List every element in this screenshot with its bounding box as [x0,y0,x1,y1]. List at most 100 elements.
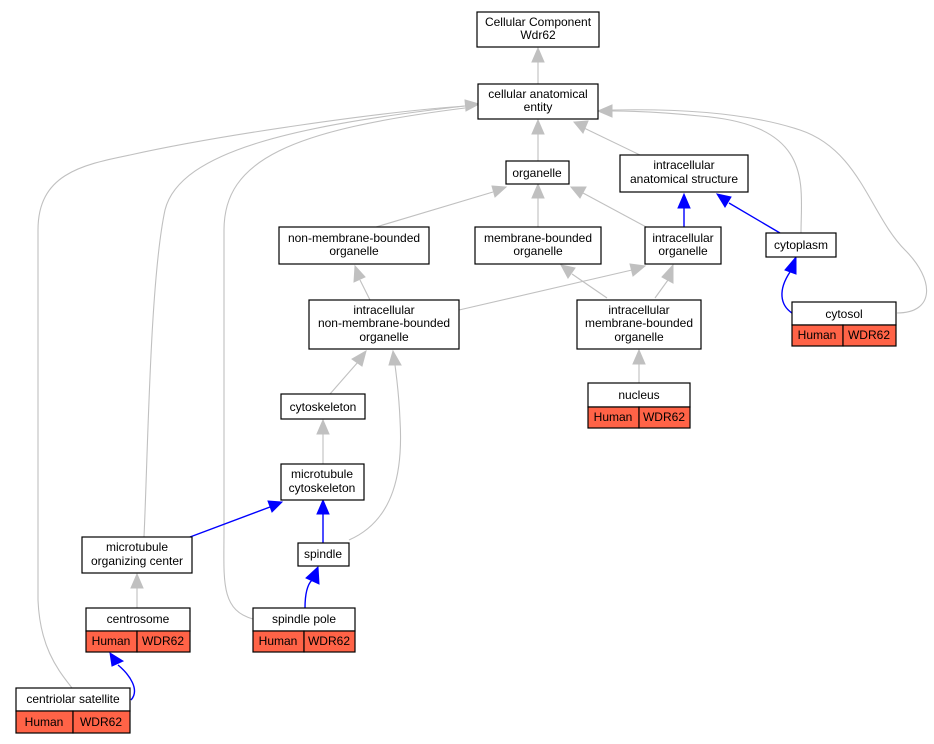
arrowhead [531,182,545,199]
node-label: intracellular [353,303,414,317]
edge-ias-to-entity [583,127,641,156]
arrowhead [661,263,674,284]
node-cytoskeleton[interactable]: cytoskeleton [280,393,366,420]
node-label: Wdr62 [520,28,556,42]
arrowhead [316,498,330,515]
node-organelle[interactable]: organelle [505,160,570,185]
node-label: centrosome [107,612,170,626]
annotation-gene: WDR62 [643,410,685,424]
node-intracellular-non-membrane-bounded-organelle[interactable]: intracellular non-membrane-bounded organ… [308,299,460,350]
arrowhead [715,193,732,208]
node-cellular-anatomical-entity[interactable]: cellular anatomical entity [477,83,599,120]
edge-io-to-organelle [582,192,651,230]
node-membrane-bounded-organelle[interactable]: membrane-bounded organelle [474,226,602,265]
node-intracellular-anatomical-structure[interactable]: intracellular anatomical structure [619,154,749,193]
arrowhead [677,192,691,209]
edge-imbo-to-mbo [571,273,608,299]
node-centrosome[interactable]: centrosome Human WDR62 [85,607,191,653]
arrowhead [632,348,646,365]
arrowhead [596,104,613,118]
node-spindle[interactable]: spindle [297,542,350,567]
annotation-gene-cell [842,324,897,347]
edge-nmbo-to-organelle [375,191,494,228]
arrowhead [305,565,320,585]
node-label: intracellular [608,303,669,317]
arrowhead [109,652,125,667]
annotation-species: Human [92,634,131,648]
annotation-species: Human [798,328,837,342]
node-spindle-pole[interactable]: spindle pole Human WDR62 [252,607,356,653]
arrowhead [531,118,545,135]
annotation-gene-cell [303,630,356,653]
node-label: cytoskeleton [290,400,357,414]
node-label: microtubule [291,467,353,481]
node-cytosol[interactable]: cytosol Human WDR62 [791,301,897,347]
edge-cytosol-to-cytoplasm [781,271,793,314]
node-label: membrane-bounded [484,231,592,245]
node-label: intracellular [652,231,713,245]
node-label: organelle [658,244,708,258]
edge-inmbo-to-io [458,269,633,311]
node-label: anatomical structure [630,172,738,186]
node-label: intracellular [653,158,714,172]
arrowhead [569,186,587,199]
node-nucleus[interactable]: nucleus Human WDR62 [587,382,691,429]
edge-cytoplasm-to-entity [611,110,803,234]
node-label: non-membrane-bounded [288,231,420,245]
node-label: non-membrane-bounded [318,316,450,330]
node-label: cytosol [825,307,862,321]
annotation-gene: WDR62 [308,634,350,648]
node-centriolar-satellite[interactable]: centriolar satellite Human WDR62 [15,687,131,734]
node-root[interactable]: Cellular Component Wdr62 [476,11,600,48]
arrowhead [491,185,508,198]
edge-imbo-to-io [654,279,669,299]
node-label: organelle [359,330,409,344]
node-label: membrane-bounded [585,316,693,330]
edge-mtoc-to-entity [143,105,466,538]
arrowhead [464,99,481,112]
annotation-gene: WDR62 [848,328,890,342]
arrowhead [784,255,797,275]
node-label: organelle [614,330,664,344]
arrowhead [267,500,284,513]
node-intracellular-organelle[interactable]: intracellular organelle [644,226,722,265]
node-microtubule-organizing-center[interactable]: microtubule organizing center [81,536,193,574]
node-label: cytoplasm [774,238,828,252]
edge-spindlepole-to-entity [223,107,466,620]
node-label: organelle [512,166,562,180]
annotation-gene-cell [136,630,191,653]
arrowhead [130,572,144,589]
annotation-gene: WDR62 [142,634,184,648]
annotation-species: Human [25,715,64,729]
node-microtubule-cytoskeleton[interactable]: microtubule cytoskeleton [280,463,365,501]
node-label: spindle pole [272,612,336,626]
arrowhead [573,120,589,134]
node-label: microtubule [106,540,168,554]
arrowhead [629,263,647,277]
node-label: cytoskeleton [289,481,356,495]
annotation-species: Human [594,410,633,424]
edge-cytosol-to-entity [611,109,928,314]
annotation-species: Human [259,634,298,648]
edge-spindlepole-to-spindle [304,579,313,609]
node-label: cellular anatomical [488,87,587,101]
arrowhead [531,46,545,63]
arrowhead [353,264,366,283]
node-label: spindle [304,547,342,561]
nodes: Cellular Component Wdr62 cellular anatom… [15,11,897,734]
arrowhead [351,349,367,367]
node-label: organizing center [91,554,183,568]
edge-mtoc-to-mtcyto [189,506,271,538]
node-label: nucleus [618,388,659,402]
node-label: organelle [329,244,379,258]
node-cytoplasm[interactable]: cytoplasm [765,232,837,258]
edge-satellite-to-entity [37,105,466,689]
node-non-membrane-bounded-organelle[interactable]: non-membrane-bounded organelle [278,226,430,265]
edges [37,46,928,701]
arrowhead [316,418,330,435]
node-intracellular-membrane-bounded-organelle[interactable]: intracellular membrane-bounded organelle [576,299,702,350]
arrowhead [388,349,402,366]
node-label: Cellular Component [485,15,592,29]
node-label: centriolar satellite [26,692,120,706]
